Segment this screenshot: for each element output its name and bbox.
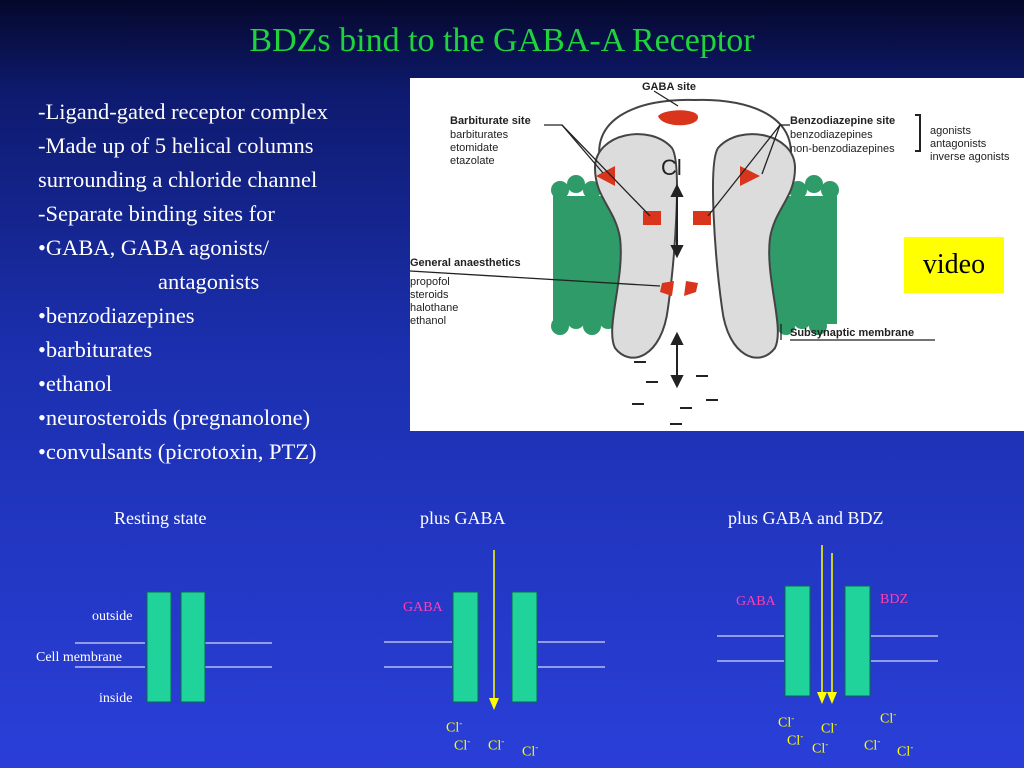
bdz-action: inverse agonists: [930, 151, 1010, 163]
chloride-minus-signs: [632, 361, 718, 425]
site-mark-left: [643, 211, 661, 225]
outside-label: outside: [92, 609, 133, 624]
bdz-site-mark: [740, 166, 760, 186]
site-mark-right: [693, 211, 711, 225]
chloride-ion: Cl-: [787, 731, 804, 749]
chloride-ion: Cl-: [488, 736, 505, 754]
pointer-lines: [410, 90, 790, 340]
bullet-item: •GABA, GABA agonists/: [38, 235, 270, 260]
bullet-item: antagonists: [158, 269, 260, 294]
plus-gaba-label: plus GABA: [420, 508, 506, 528]
anaesthetic-item: propofol: [410, 276, 450, 288]
channel-column: [146, 591, 172, 703]
gaba-site-label: GABA site: [642, 81, 696, 93]
chloride-ion: Cl-: [897, 742, 914, 760]
bdz-action: agonists: [930, 125, 971, 137]
chloride-ion: Cl-: [454, 736, 471, 754]
anaesthetic-item: halothane: [410, 302, 458, 314]
channel-column: [844, 585, 871, 697]
panel-resting: [75, 591, 272, 703]
subsynaptic-label: Subsynaptic membrane: [790, 327, 914, 339]
plus-gaba-bdz-label: plus GABA and BDZ: [728, 508, 884, 528]
anaesthetics-label: General anaesthetics: [410, 257, 521, 269]
receptor-figure: Cl GABA site Barbiturate site barbiturat…: [410, 78, 1024, 431]
barbiturate-site-mark: [596, 166, 615, 186]
subunit-right: [712, 133, 797, 359]
channel-column: [452, 591, 479, 703]
panel-gaba-bdz: [717, 545, 938, 704]
ion-flow-arrows: [670, 183, 684, 389]
anaesthetic-site-mark: [660, 281, 698, 296]
bdz-item: non-benzodiazepines: [790, 143, 895, 155]
anaesthetic-item: steroids: [410, 289, 449, 301]
bullet-item: surrounding a chloride channel: [38, 167, 318, 192]
barbiturate-item: barbiturates: [450, 129, 509, 141]
subunit-left: [593, 133, 678, 359]
bullet-item: •convulsants (picrotoxin, PTZ): [38, 439, 317, 464]
gaba-ligand-label: GABA: [403, 600, 443, 615]
chloride-ion: Cl-: [821, 719, 838, 737]
bdz-item: benzodiazepines: [790, 129, 873, 141]
chloride-ion: Cl-: [812, 739, 829, 757]
panel-gaba: [384, 550, 605, 710]
chloride-ion: Cl-: [522, 742, 539, 760]
receptor-diagram: Cl GABA site Barbiturate site barbiturat…: [410, 81, 1010, 425]
resting-state-label: Resting state: [114, 508, 207, 528]
bullet-item: •ethanol: [38, 371, 113, 396]
bdz-bracket: [915, 114, 921, 152]
barbiturate-site-label: Barbiturate site: [450, 115, 531, 127]
bdz-site-label: Benzodiazepine site: [790, 115, 895, 127]
bdz-modulator-label: BDZ: [880, 592, 908, 607]
channel-column: [180, 591, 206, 703]
bullet-item: •benzodiazepines: [38, 303, 195, 328]
barbiturate-item: etazolate: [450, 155, 495, 167]
inside-label: inside: [99, 691, 133, 706]
chloride-ion: Cl-: [446, 718, 463, 736]
bullet-item: •barbiturates: [38, 337, 153, 362]
bullet-item: -Separate binding sites for: [38, 201, 275, 226]
chloride-ion: Cl-: [880, 709, 897, 727]
channel-column: [511, 591, 538, 703]
channel-ion-label: Cl: [661, 155, 682, 180]
bdz-action: antagonists: [930, 138, 987, 150]
channel-column: [784, 585, 811, 697]
barbiturate-item: etomidate: [450, 142, 498, 154]
chloride-ion: Cl-: [778, 713, 795, 731]
gaba-ligand-label: GABA: [736, 594, 776, 609]
bullet-list: -Ligand-gated receptor complex -Made up …: [38, 95, 418, 469]
gaba-site-mark: [658, 110, 699, 126]
anaesthetic-item: ethanol: [410, 315, 446, 327]
bullet-item: •neurosteroids (pregnanolone): [38, 405, 311, 430]
bullet-item: -Made up of 5 helical columns: [38, 133, 314, 158]
video-button[interactable]: video: [904, 237, 1004, 293]
chloride-ion: Cl-: [864, 736, 881, 754]
slide-title: BDZs bind to the GABA-A Receptor: [249, 22, 755, 59]
cell-membrane-label: Cell membrane: [36, 650, 122, 665]
bullet-item: -Ligand-gated receptor complex: [38, 99, 328, 124]
